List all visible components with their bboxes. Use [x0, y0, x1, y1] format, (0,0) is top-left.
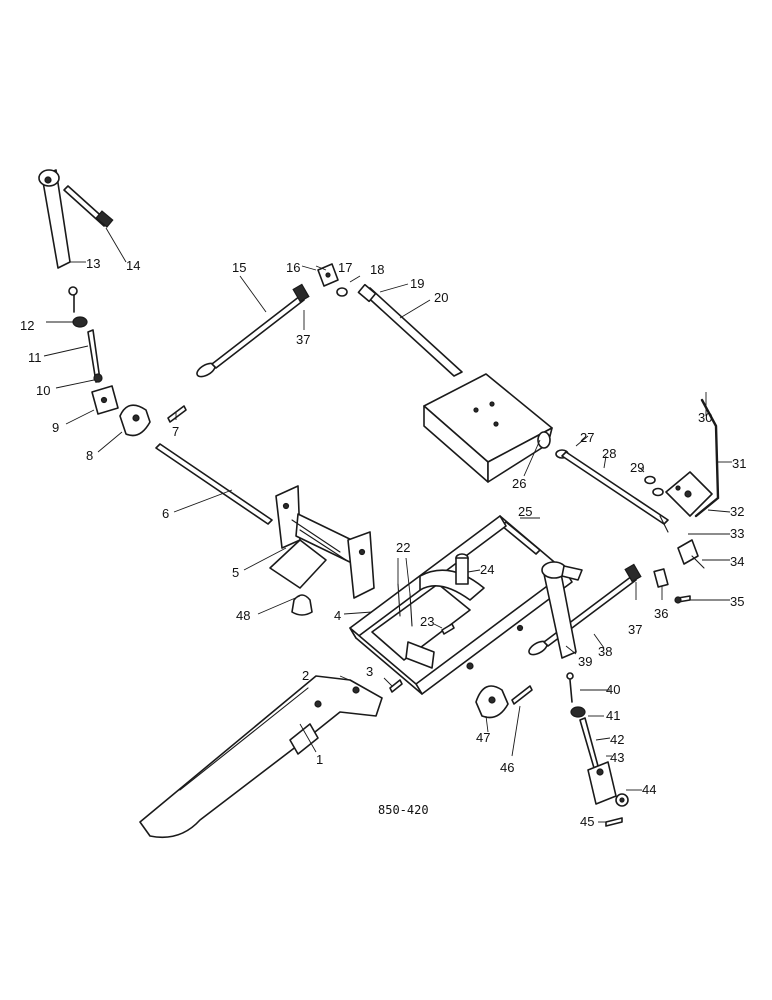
drawing-reference-number: 850-420: [378, 803, 429, 817]
callout-28: 28: [602, 446, 616, 461]
part-18-clip: [336, 287, 348, 297]
part-28-control-rod: [555, 449, 669, 533]
callout-10: 10: [36, 383, 50, 398]
callout-11: 11: [28, 350, 42, 365]
callout-14: 14: [126, 258, 140, 273]
callout-47: 47: [476, 730, 490, 745]
part-13-lift-rod: [38, 169, 71, 269]
part-40-nut: [566, 672, 586, 718]
callout-31: 31: [732, 456, 746, 471]
part-12-nut: [68, 286, 88, 328]
callout-39: 39: [578, 654, 592, 669]
part-35-bolt: [674, 595, 691, 604]
callout-2: 2: [302, 668, 309, 683]
callout-41: 41: [606, 708, 620, 723]
callout-44: 44: [642, 782, 656, 797]
part-36-clevis: [653, 568, 669, 588]
callout-16: 16: [286, 260, 300, 275]
part-41-threaded-rod: [579, 717, 599, 769]
part-23-bolt: [441, 623, 455, 635]
callout-18: 18: [370, 262, 384, 277]
callout-42: 42: [610, 732, 624, 747]
callout-43: 43: [610, 750, 624, 765]
part-5-bracket-assembly: [269, 485, 375, 599]
callout-37-right: 37: [628, 622, 642, 637]
callout-29: 29: [630, 460, 644, 475]
part-32-lever-bracket: [665, 471, 713, 517]
callout-13: 13: [86, 256, 100, 271]
callout-25: 25: [518, 504, 532, 519]
callout-46: 46: [500, 760, 514, 775]
part-6-cross-shaft: [155, 443, 273, 525]
callout-20: 20: [434, 290, 448, 305]
callout-3: 3: [366, 664, 373, 679]
part-29-washers: [644, 475, 664, 497]
callout-27: 27: [580, 430, 594, 445]
callout-labels: 12 11 10 9 8 7 6 5 13 14 15 16 17 18 19 …: [20, 256, 746, 829]
leader-lines: [43, 227, 732, 823]
callout-9: 9: [52, 420, 59, 435]
callout-33: 33: [730, 526, 744, 541]
part-20-strut: [357, 283, 463, 377]
callout-6: 6: [162, 506, 169, 521]
callout-30: 30: [698, 410, 712, 425]
callout-7: 7: [172, 424, 179, 439]
part-45-pin: [605, 817, 623, 827]
part-11-threaded-rod: [87, 329, 103, 383]
part-2-lower-link: [139, 675, 383, 839]
callout-37-left: 37: [296, 332, 310, 347]
callout-36: 36: [654, 606, 668, 621]
callout-38: 38: [598, 644, 612, 659]
callout-22: 22: [396, 540, 410, 555]
callout-35: 35: [730, 594, 744, 609]
part-17-clevis: [317, 263, 339, 287]
callout-1: 1: [316, 752, 323, 767]
part-22-pins: [397, 583, 413, 627]
callout-5: 5: [232, 565, 239, 580]
part-46-pin: [511, 685, 533, 705]
callout-34: 34: [730, 554, 744, 569]
callout-48: 48: [236, 608, 250, 623]
callout-15: 15: [232, 260, 246, 275]
part-48-rubber-stop: [291, 594, 313, 616]
part-39-lift-rod: [541, 561, 583, 659]
part-44-washer: [615, 793, 629, 807]
part-38-link-rod: [528, 563, 642, 656]
callout-26: 26: [512, 476, 526, 491]
part-25-shaft: [501, 521, 541, 555]
part-15-link-rod: [196, 283, 310, 378]
callout-32: 32: [730, 504, 744, 519]
callout-45: 45: [580, 814, 594, 829]
part-26-platform-plate: [423, 373, 553, 483]
part-4-main-frame: [349, 515, 573, 695]
part-34-linkage: [677, 539, 705, 569]
callout-12: 12: [20, 318, 34, 333]
part-14-pin: [63, 185, 114, 228]
callout-40: 40: [606, 682, 620, 697]
part-9-block: [91, 385, 119, 415]
part-3-pin: [389, 679, 403, 693]
part-24-spacer: [455, 553, 469, 585]
callout-8: 8: [86, 448, 93, 463]
callout-19: 19: [410, 276, 424, 291]
part-43-block: [587, 761, 617, 805]
callout-17: 17: [338, 260, 352, 275]
callout-23: 23: [420, 614, 434, 629]
callout-4: 4: [334, 608, 341, 623]
part-8-cam-plate: [119, 404, 151, 437]
callout-24: 24: [480, 562, 494, 577]
part-7-pin: [167, 405, 187, 423]
part-47-cam-plate: [475, 685, 509, 719]
